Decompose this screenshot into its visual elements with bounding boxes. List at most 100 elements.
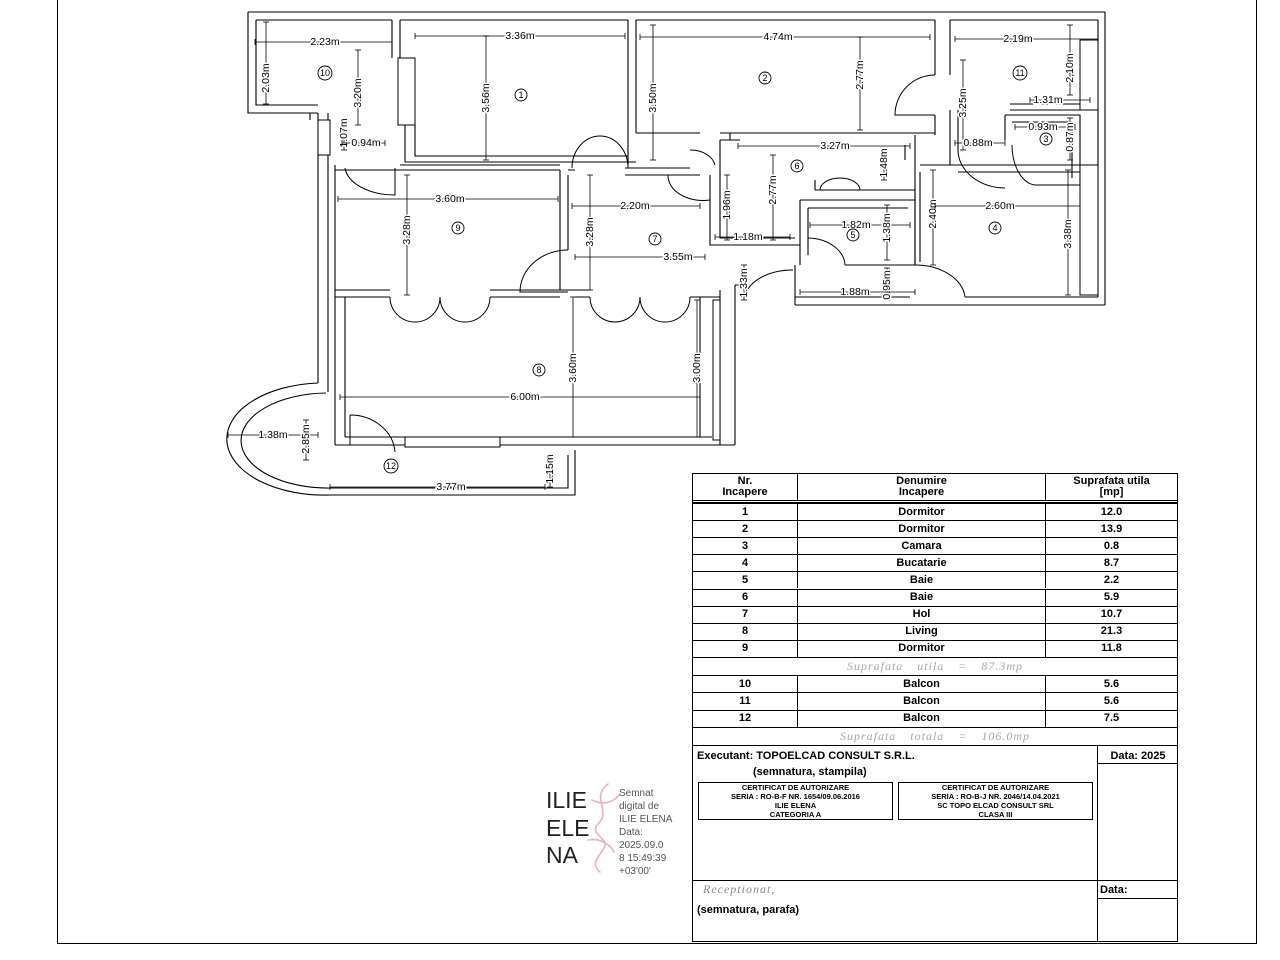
table-cell-nr: 12 <box>693 710 798 727</box>
room-number-circle <box>1039 132 1053 146</box>
door-swing <box>807 237 846 266</box>
dimension: 2.40m <box>926 169 941 266</box>
vertical-divider <box>1097 745 1098 942</box>
door-swing <box>571 135 629 169</box>
table-cell-name: Bucatarie <box>798 555 1046 572</box>
dimension: 4.74m <box>639 30 931 45</box>
door-swing <box>349 414 396 453</box>
windows <box>317 39 1099 448</box>
subtotal-row: Suprafata utila = 87.3mp <box>693 657 1177 675</box>
area-table: Nr. Incapere Denumire Incapere Suprafata… <box>692 473 1178 942</box>
room-marker: 12 <box>383 458 399 474</box>
header-area-line2: [mp] <box>1099 486 1124 498</box>
dimension: 2.77m <box>853 36 868 131</box>
header-name: Denumire Incapere <box>798 474 1046 500</box>
room-marker: 8 <box>532 363 546 377</box>
room-3-walls <box>1004 114 1081 186</box>
dimension: 3.28m <box>583 174 598 291</box>
dimension: 0.87m <box>1063 117 1078 161</box>
dimension: 1.18m <box>714 230 791 245</box>
dimension: 2.20m <box>571 199 701 214</box>
received-label: Receptionat, <box>703 882 776 896</box>
window <box>397 57 416 126</box>
dimension: 2,10m <box>1063 24 1078 96</box>
total-row: Suprafata totala = 106.0mp <box>693 727 1177 745</box>
executant-label: Executant: TOPOELCAD CONSULT S.R.L. <box>697 749 915 762</box>
dimension: 3.77m <box>329 480 546 495</box>
dimension: 3.36m <box>414 29 626 44</box>
room-number-circle <box>846 228 860 242</box>
room-marker: 2 <box>758 71 772 85</box>
table-cell-area: 5.6 <box>1103 694 1120 707</box>
room-number: 10 <box>320 68 330 78</box>
header-nr-line2: Incapere <box>722 486 768 498</box>
dimension-label: 3.77m <box>436 481 465 493</box>
door-swing <box>1011 144 1036 186</box>
dimension-label: 1.82m <box>841 219 870 231</box>
hall-walls <box>560 167 720 298</box>
dimension-label: 4.74m <box>763 31 792 43</box>
drawing-frame <box>57 0 1257 944</box>
dimension: 1.38m <box>227 428 319 443</box>
dimension: 1.38m <box>880 204 895 261</box>
dimension-label: 1.07m <box>338 118 350 147</box>
dimension-label: 2.40m <box>927 199 939 228</box>
window <box>404 436 501 448</box>
table-cell-name: Balcon <box>798 676 1046 693</box>
dimension-label: 3.28m <box>584 217 596 246</box>
table-cell-nr: 3 <box>693 538 798 555</box>
table-cell-name: Camara <box>798 538 1046 555</box>
executant-signature-label: (semnatura, stampila) <box>753 766 867 778</box>
received-signature-label: (semnatura, parafa) <box>697 904 800 916</box>
dimension-label: 3.56m <box>480 83 492 112</box>
dimension-label: 1.31m <box>1033 94 1062 106</box>
living-walls <box>335 297 735 446</box>
room-9-walls <box>335 164 569 298</box>
exterior-wall-top <box>248 11 1105 21</box>
dimension: 3.60m <box>566 296 581 438</box>
dimension-label: 3.50m <box>647 83 659 112</box>
table-cell-area: 12.0 <box>1100 505 1123 518</box>
door-swing <box>667 174 711 201</box>
table-cell-name: Balcon <box>798 710 1046 727</box>
table-cell-area: 5.6 <box>1103 677 1120 690</box>
table-cell-nr: 9 <box>693 640 798 657</box>
table-cell-nr: 7 <box>693 606 798 623</box>
dimension: 1.15m <box>543 453 558 488</box>
dimension: 2.60m <box>934 199 1081 214</box>
table-cell-area: 7.5 <box>1103 712 1120 725</box>
table-cell-name: Baie <box>798 572 1046 589</box>
door-swing <box>639 296 691 323</box>
certificate-category: CATEGORIA A <box>769 810 822 819</box>
dimension-label: 3.36m <box>505 30 534 42</box>
door-swing <box>344 167 396 196</box>
dimension-label: 1.18m <box>733 231 762 243</box>
dimension: 3.60m <box>337 192 559 207</box>
header-area: Suprafata utila [mp] <box>1046 474 1177 500</box>
dimension-label: 3.27m <box>820 140 849 152</box>
dimension-label: 2,10m <box>1064 53 1076 82</box>
table-cell-nr: 6 <box>693 589 798 606</box>
dimension: 3.20m <box>351 49 366 126</box>
table-cell-name: Living <box>798 623 1046 640</box>
room-1-walls <box>404 20 637 165</box>
table-cell-area: 10.7 <box>1100 608 1123 621</box>
kitchen-bottom-wall <box>794 265 1105 306</box>
signature-detail-line: 8 15:49:39 <box>619 853 667 864</box>
signer-name: ILIE ELE NA <box>546 787 589 870</box>
dimension: 1.82m <box>809 218 911 233</box>
room-number-circle <box>514 88 528 102</box>
dimension-label: 2.85m <box>300 424 312 453</box>
certificate-box-company: CERTIFICAT DE AUTORIZARE SERIA : RO-B-J … <box>898 782 1093 820</box>
certificate-title: CERTIFICAT DE AUTORIZARE <box>941 783 1050 792</box>
room-marker: 1 <box>514 88 528 102</box>
signature-detail-line: 2025.09.0 <box>619 840 664 851</box>
room-marker: 6 <box>790 159 804 173</box>
table-cell-area: 2.2 <box>1103 573 1120 586</box>
room-number-circle <box>790 159 804 173</box>
